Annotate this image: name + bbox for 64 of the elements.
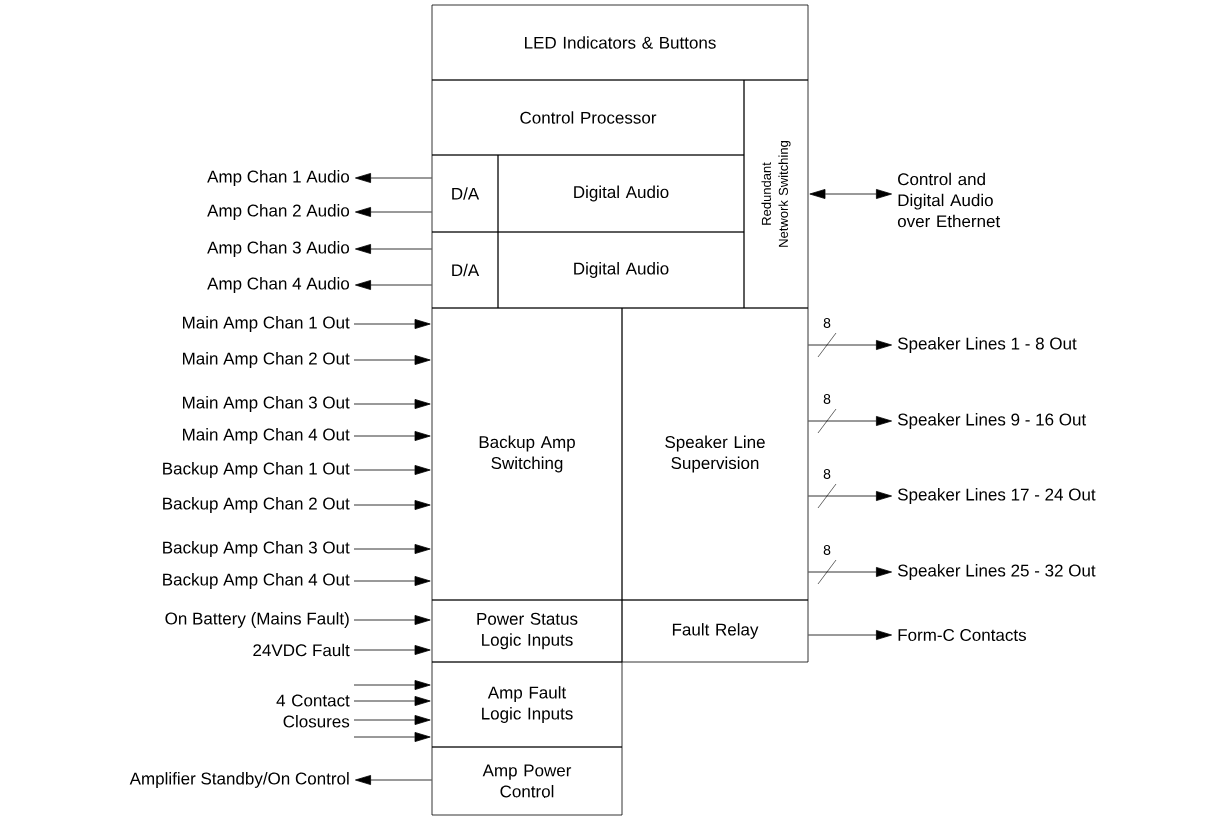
signal-label: On Battery (Mains Fault) (165, 612, 349, 628)
arrow (808, 416, 892, 426)
edge-label: 8 (823, 394, 831, 404)
arrow (355, 173, 432, 183)
arrow (353, 399, 431, 409)
signal-label: Amp Chan 2 Audio (207, 204, 350, 220)
arrow (808, 567, 892, 577)
edge-label: 8 (823, 545, 831, 555)
function-block: Power Status Logic Inputs (431, 599, 623, 663)
signal-label: 4 Contact Closures (276, 694, 350, 728)
signal-label: Amp Chan 4 Audio (207, 277, 350, 293)
arrow (808, 340, 892, 350)
arrow (809, 189, 892, 199)
arrow (353, 732, 431, 742)
function-block: D/A (431, 231, 499, 309)
function-block: Digital Audio (497, 231, 745, 309)
function-block: Amp Power Control (431, 746, 623, 816)
signal-label: Form-C Contacts (898, 629, 1026, 642)
function-block: Redundant Network Switching (743, 79, 809, 309)
arrow (353, 696, 431, 706)
signal-label: Backup Amp Chan 4 Out (163, 573, 350, 589)
arrow (355, 207, 432, 217)
signal-label: Amplifier Standby/On Control (129, 772, 349, 788)
signal-label: Main Amp Chan 1 Out (183, 316, 350, 332)
arrow (353, 715, 431, 725)
edge-label: 8 (823, 469, 831, 479)
edge-label: 8 (823, 318, 831, 328)
arrow (353, 465, 431, 475)
arrow (353, 544, 431, 554)
arrow (355, 244, 432, 254)
signal-label: Speaker Lines 1 - 8 Out (898, 337, 1077, 353)
signal-label: Amp Chan 1 Audio (207, 170, 350, 186)
function-block: LED Indicators & Buttons (431, 4, 809, 81)
arrow (355, 775, 432, 785)
signal-label: Speaker Lines 17 - 24 Out (898, 488, 1096, 504)
signal-label: Speaker Lines 9 - 16 Out (898, 413, 1087, 429)
function-block: Control Processor (431, 79, 745, 156)
arrow (353, 355, 431, 365)
function-block: Amp Fault Logic Inputs (431, 661, 623, 748)
function-block: Digital Audio (497, 154, 745, 233)
arrow (808, 491, 892, 501)
arrow (353, 615, 431, 625)
arrow (353, 576, 431, 586)
arrow (353, 319, 431, 329)
signal-label: 24VDC Fault (253, 643, 350, 657)
function-block: Backup Amp Switching (431, 307, 623, 601)
signal-label: Backup Amp Chan 3 Out (163, 541, 350, 557)
signal-label: Backup Amp Chan 1 Out (163, 462, 350, 478)
arrow (353, 500, 431, 510)
function-block: D/A (431, 154, 499, 233)
signal-label: Main Amp Chan 3 Out (183, 396, 350, 412)
signal-label: Amp Chan 3 Audio (207, 241, 350, 257)
signal-label: Control and Digital Audio over Ethernet (897, 172, 1001, 228)
arrow (355, 280, 432, 290)
arrow (353, 431, 431, 441)
arrow (808, 630, 892, 640)
function-block: Speaker Line Supervision (621, 307, 809, 601)
arrow (353, 645, 431, 655)
signal-label: Speaker Lines 25 - 32 Out (898, 564, 1096, 580)
signal-label: Main Amp Chan 2 Out (183, 352, 350, 368)
signal-label: Backup Amp Chan 2 Out (163, 497, 350, 513)
function-block: Fault Relay (621, 599, 809, 663)
arrow (353, 680, 431, 690)
signal-label: Main Amp Chan 4 Out (183, 428, 350, 444)
